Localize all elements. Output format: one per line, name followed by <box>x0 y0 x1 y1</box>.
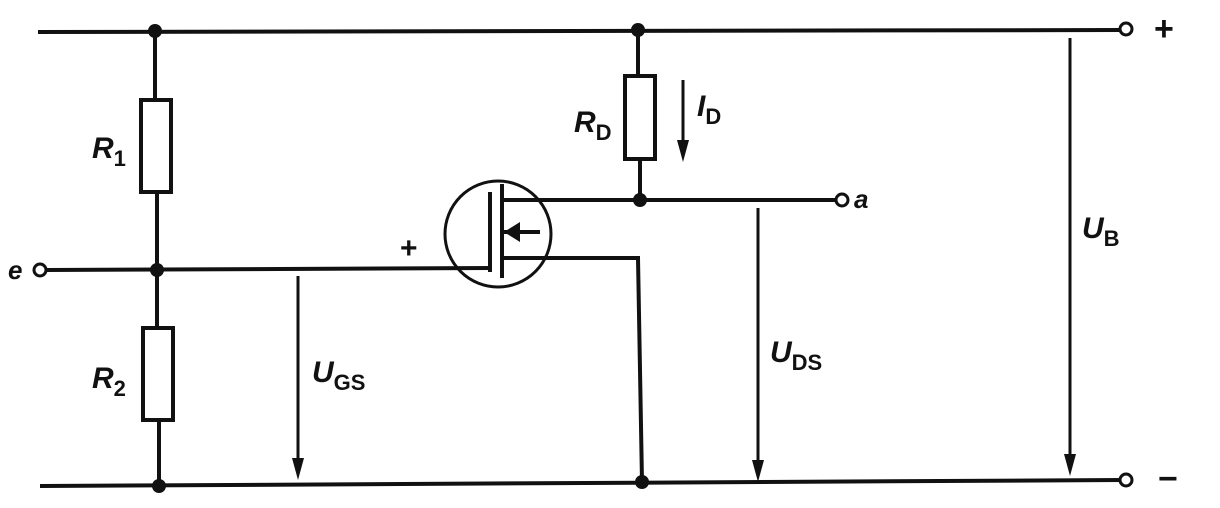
label-gate-plus: + <box>400 232 418 265</box>
bulk-arrow-head <box>504 222 520 242</box>
r1-resistor <box>139 98 173 194</box>
label-output-a: a <box>854 184 868 214</box>
terminal-input <box>32 262 48 278</box>
r2-resistor <box>141 326 175 422</box>
junction-bottom-source <box>635 475 649 489</box>
label-id: ID <box>697 90 721 129</box>
label-uds: UDS <box>770 336 822 375</box>
label-ub: UB <box>1082 212 1120 251</box>
label-r1: R1 <box>92 132 126 171</box>
label-ugs: UGS <box>312 356 365 395</box>
top-rail <box>37 27 1123 35</box>
label-plus: + <box>1154 10 1174 48</box>
junction-bottom-left <box>152 479 166 493</box>
terminal-negative <box>1118 472 1134 488</box>
ugs-arrow-head <box>292 458 304 480</box>
bottom-rail <box>39 477 1123 489</box>
mosfet-body <box>443 179 553 289</box>
junction-top-rd <box>631 23 645 37</box>
junction-top-left <box>148 24 162 38</box>
gate-wire <box>45 265 493 273</box>
label-input-e: e <box>8 255 22 285</box>
terminal-positive <box>1118 21 1134 37</box>
uds-arrow-head <box>752 460 764 482</box>
label-r2: R2 <box>92 362 126 401</box>
label-rd: RD <box>574 106 612 145</box>
label-minus: − <box>1158 460 1178 498</box>
ub-arrow-head <box>1064 454 1076 476</box>
id-arrow-head <box>677 140 689 162</box>
source-to-ground-wire <box>635 255 645 485</box>
junction-drain <box>633 193 647 207</box>
rd-resistor <box>623 74 657 161</box>
junction-divider <box>150 263 164 277</box>
terminal-output <box>834 192 850 208</box>
